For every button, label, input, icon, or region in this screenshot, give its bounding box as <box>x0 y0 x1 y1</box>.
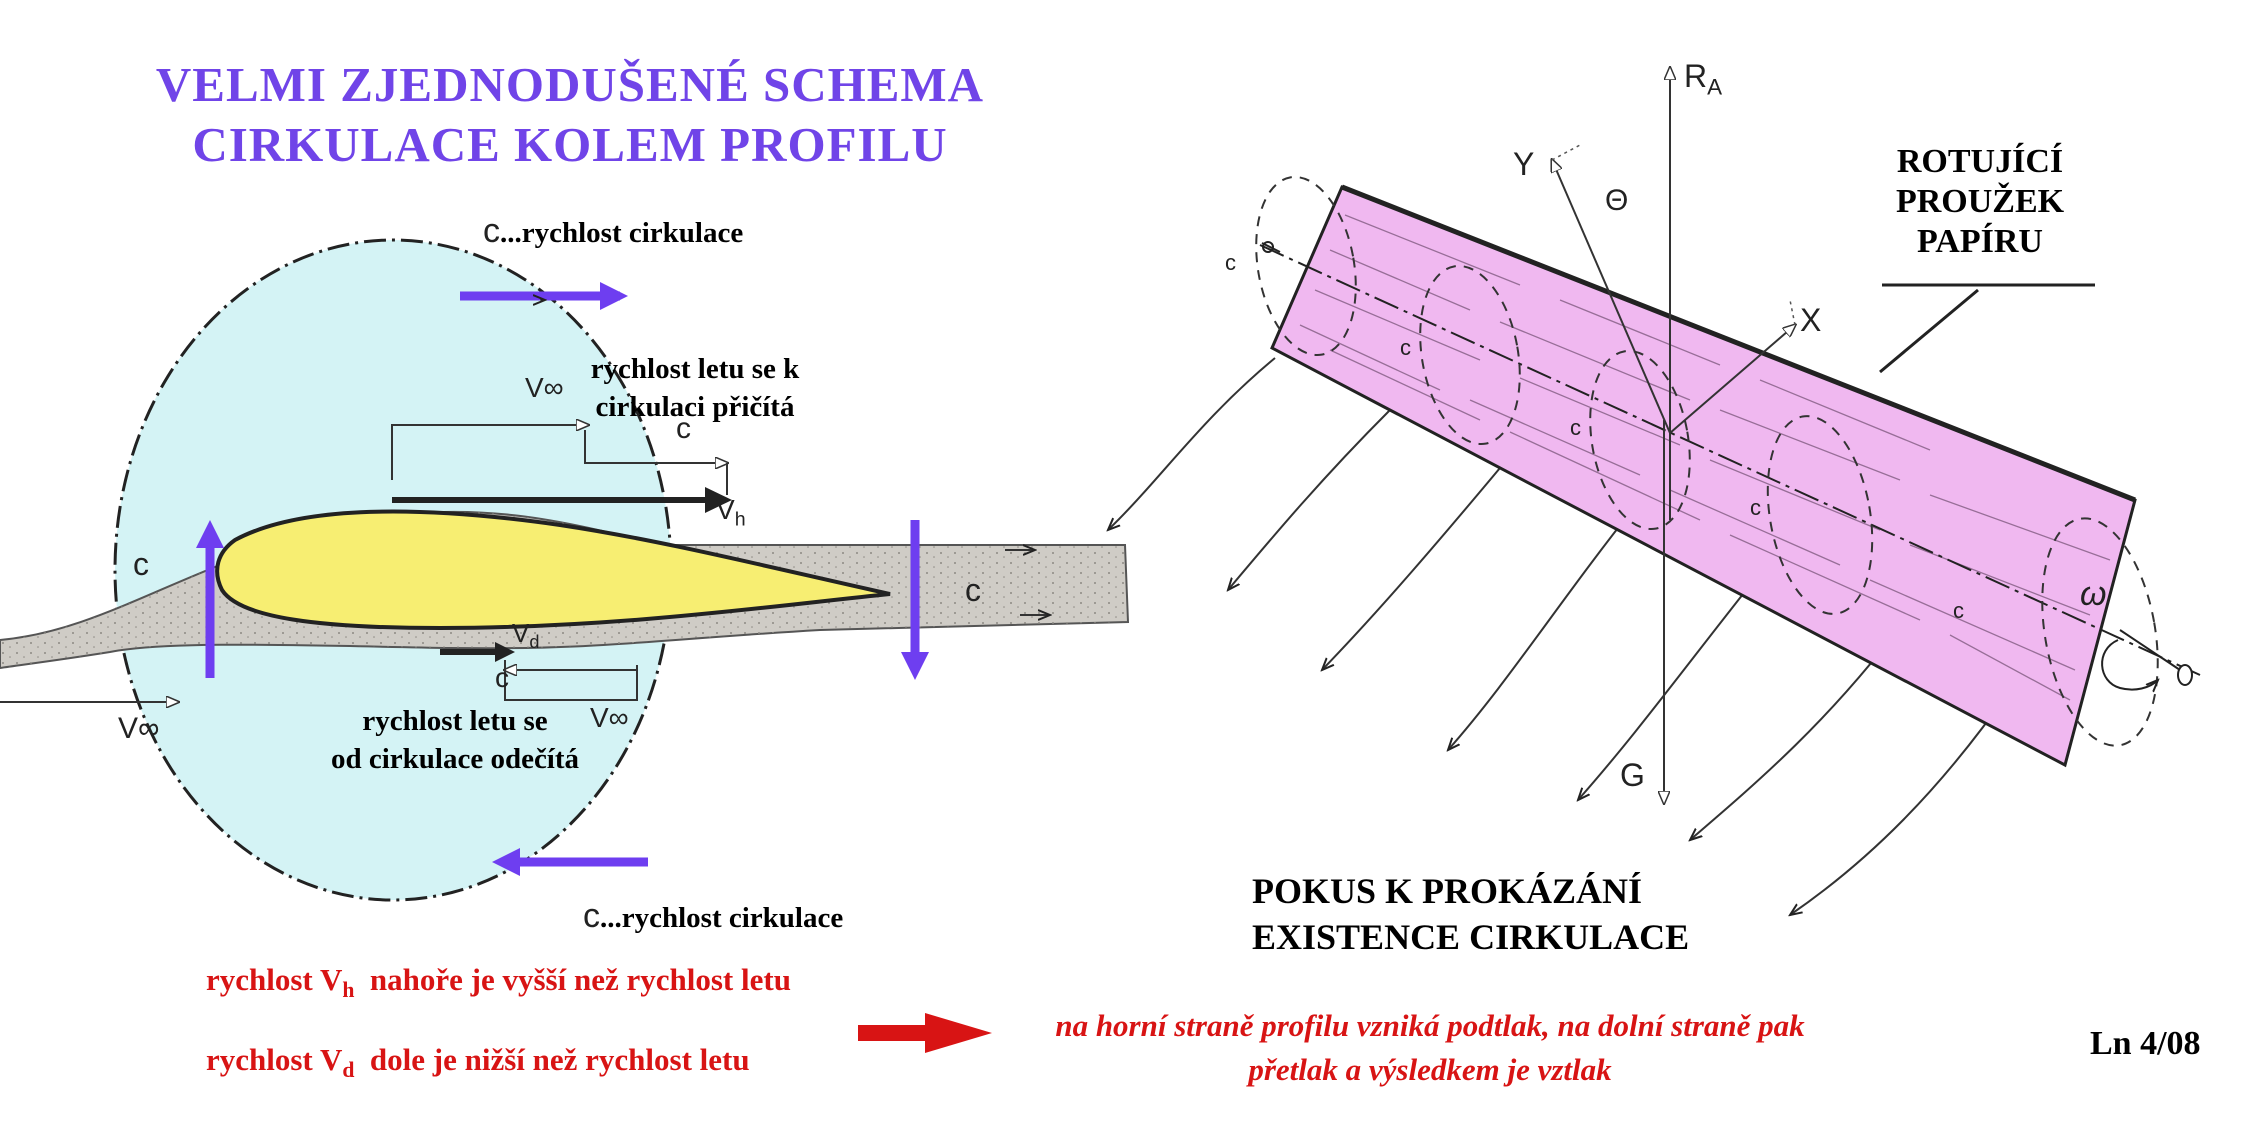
upper-note: rychlost letu se k cirkulaci přičítá <box>590 353 800 423</box>
rotation-axis <box>1259 244 2201 676</box>
bottom-circulation-label: c...rychlost cirkulace <box>583 897 844 935</box>
theta-label: Θ <box>1605 184 1629 217</box>
v-inf-lower-vector <box>504 660 638 701</box>
strip-c-label-1: c <box>1225 250 1236 275</box>
omega-rotation-arrow <box>2101 639 2158 690</box>
bottom-circulation-c: c <box>583 897 600 935</box>
top-circulation-label: c...rychlost cirkulace <box>483 212 744 250</box>
title-line-2: CIRKULACE KOLEM PROFILU <box>192 117 948 172</box>
x-label: X <box>1800 302 1822 338</box>
title-line-1: VELMI ZJEDNODUŠENÉ SCHEMA <box>155 57 985 112</box>
x-vector <box>1669 325 1795 434</box>
strip-c-label-4: c <box>1750 495 1761 520</box>
v-inf-upper-vector <box>391 425 588 480</box>
top-circulation-c: c <box>483 212 500 250</box>
strip-c-label-2: c <box>1400 335 1411 360</box>
v-inf-upper-label: V∞ <box>525 372 564 403</box>
conclusion-text: na horní straně profilu vzniká podtlak, … <box>1055 1008 1805 1087</box>
note-lower-speed: rychlost Vd dole je nižší než rychlost l… <box>206 1042 750 1083</box>
c-upper-vector <box>584 430 727 463</box>
circulation-diagram <box>0 238 1130 902</box>
y-label: Y <box>1513 146 1535 182</box>
rotating-strip-diagram <box>1108 68 2201 915</box>
airfoil-profile <box>215 509 891 631</box>
note-upper-speed: rychlost Vh nahoře je vyšší než rychlost… <box>206 962 791 1003</box>
v-inf-lower-label: V∞ <box>590 702 629 733</box>
strip-c-label-5: c <box>1953 598 1964 623</box>
diagram-title: VELMI ZJEDNODUŠENÉ SCHEMA CIRKULACE KOLE… <box>140 55 1000 175</box>
c-right-label: c <box>965 572 981 608</box>
vh-label: Vh <box>716 494 746 531</box>
strip-label: ROTUJÍCÍ PROUŽEK PAPÍRU <box>1895 143 2065 260</box>
c-upper-label: c <box>676 412 691 445</box>
lower-note: rychlost letu se od cirkulace odečítá <box>330 705 580 775</box>
conclusion-arrow <box>858 1013 992 1053</box>
vd-label: Vd <box>512 618 540 653</box>
y-vector <box>1552 160 1671 434</box>
omega-label: ω <box>2080 575 2107 613</box>
c-lower-label: c <box>495 662 509 693</box>
g-label: G <box>1620 757 1645 793</box>
c-left-label: c <box>133 546 149 582</box>
page-reference: Ln 4/08 <box>2090 1025 2201 1062</box>
paper-strip <box>1270 185 2137 768</box>
experiment-caption: POKUS K PROKÁZÁNÍ EXISTENCE CIRKULACE <box>1252 871 1690 957</box>
strip-c-label-3: c <box>1570 415 1581 440</box>
strip-label-leader <box>1879 288 1979 374</box>
v-inf-freestream-label: V∞ <box>118 712 160 745</box>
ra-label: RA <box>1684 58 1723 100</box>
